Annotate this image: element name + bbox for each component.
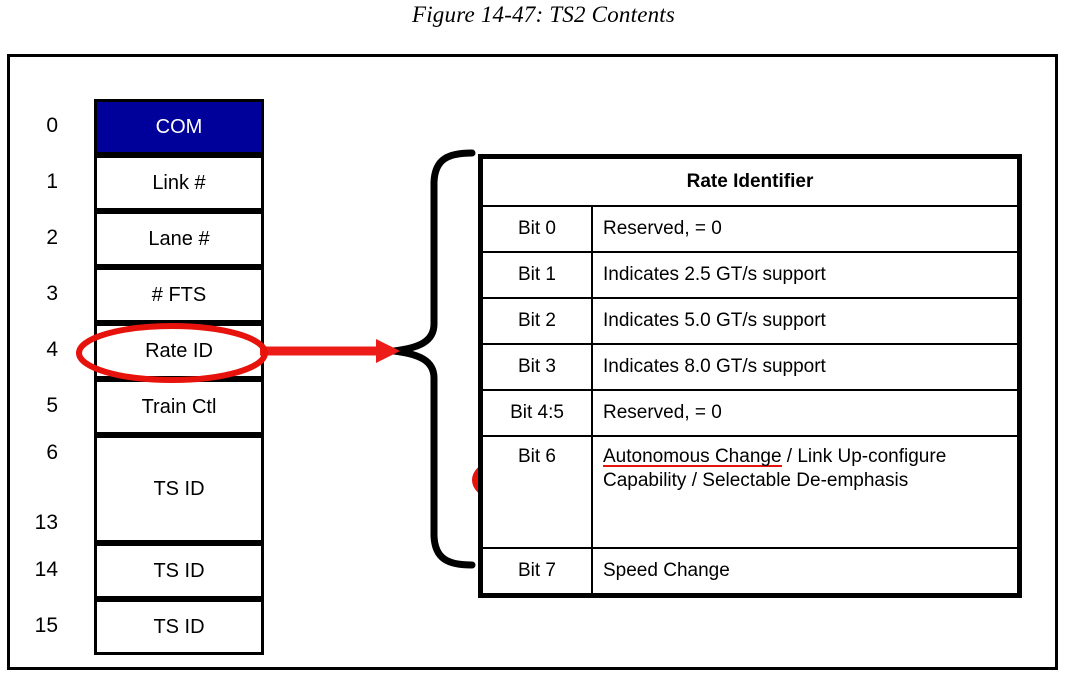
symbol-cell-rate-id: Rate ID [94, 323, 264, 379]
row-index-label: 15 [34, 614, 58, 637]
symbol-cell-label: Lane # [148, 227, 210, 250]
bit-description-cell: Indicates 8.0 GT/s support [591, 343, 1019, 391]
bit-label-cell: Bit 6 [481, 435, 593, 549]
symbol-cell-label: COM [155, 115, 203, 138]
symbol-cell-lane: Lane # [94, 211, 264, 267]
symbol-cell-label: Train Ctl [141, 395, 217, 418]
row-index-label: 1 [46, 170, 58, 193]
symbol-cell-com: COM [94, 99, 264, 155]
bit-description-cell: Reserved, = 0 [591, 389, 1019, 437]
symbol-cell-label: # FTS [151, 283, 207, 306]
symbol-cell-label: Link # [152, 171, 206, 194]
symbol-cell-ts-id: TS ID [94, 599, 264, 655]
symbol-cell-train-ctl: Train Ctl [94, 379, 264, 435]
bit-description-cell: Reserved, = 0 [591, 205, 1019, 253]
bit-description-cell: Indicates 5.0 GT/s support [591, 297, 1019, 345]
bit-label-cell: Bit 3 [481, 343, 593, 391]
bit-description-cell: Speed Change [591, 547, 1019, 595]
rate-identifier-title: Rate Identifier [481, 157, 1019, 207]
symbol-cell-label: TS ID [153, 477, 205, 500]
row-index-label-end: 13 [34, 511, 58, 534]
bit-description-cell: Indicates 2.5 GT/s support [591, 251, 1019, 299]
bit-label-cell: Bit 2 [481, 297, 593, 345]
autonomous-change-underlined-text: Autonomous Change [603, 446, 782, 467]
symbol-cell-fts: # FTS [94, 267, 264, 323]
row-index-label: 6 [46, 441, 58, 464]
bit-description-cell: Autonomous Change / Link Up-configure Ca… [591, 435, 1019, 549]
row-index-label: 3 [46, 282, 58, 305]
row-index-label: 5 [46, 394, 58, 417]
symbol-cell-label: TS ID [153, 615, 205, 638]
table-header-row: Rate Identifier [481, 157, 1019, 207]
symbol-cell-label: Rate ID [145, 339, 213, 362]
symbol-cell-ts-id: TS ID [94, 435, 264, 543]
row-index-label: 2 [46, 226, 58, 249]
rate-id-callout-arrow [258, 336, 403, 366]
symbol-cell-link: Link # [94, 155, 264, 211]
bit-label-cell: Bit 4:5 [481, 389, 593, 437]
symbol-cell-ts-id: TS ID [94, 543, 264, 599]
row-index-label: 0 [46, 114, 58, 137]
bit-description-remainder: / Link Up-configure Capability / Selecta… [603, 446, 947, 491]
row-index-label: 4 [46, 338, 58, 361]
bit-label-cell: Bit 7 [481, 547, 593, 595]
figure-caption: Figure 14-47: TS2 Contents [411, 2, 676, 27]
row-index-label: 14 [34, 558, 58, 581]
bit-label-cell: Bit 1 [481, 251, 593, 299]
symbol-cell-label: TS ID [153, 559, 205, 582]
bit-label-cell: Bit 0 [481, 205, 593, 253]
